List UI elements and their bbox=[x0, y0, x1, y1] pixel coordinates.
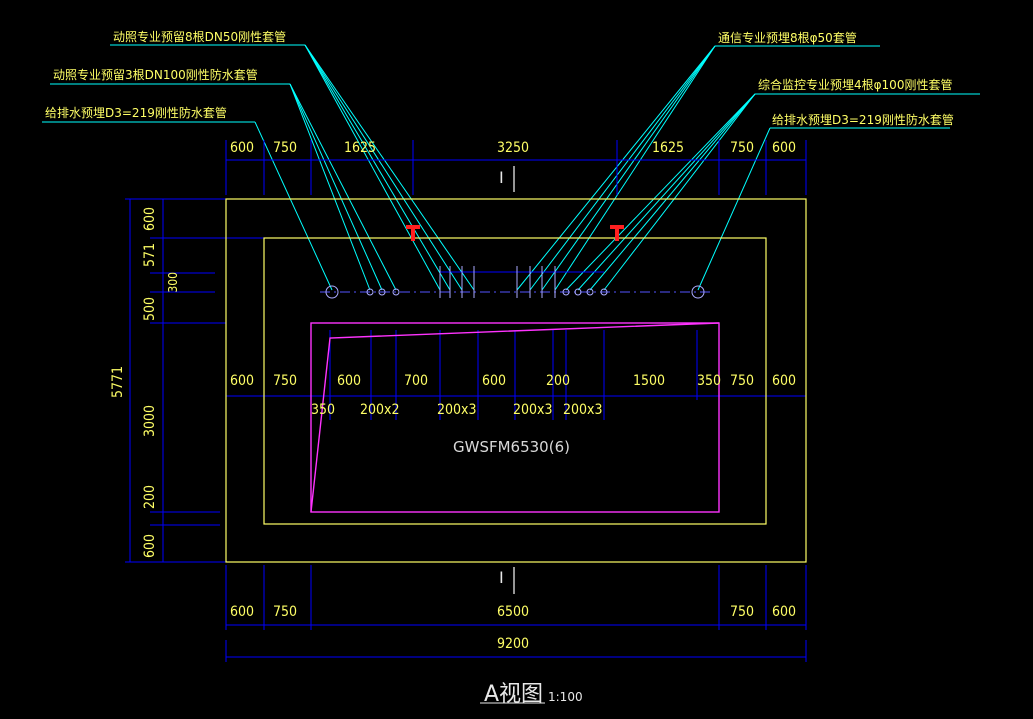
sub-dim-5: 200x3 bbox=[563, 402, 603, 418]
mid-dim-5: 600 bbox=[482, 373, 507, 389]
left-dim-6: 200 bbox=[142, 485, 158, 510]
annotation-drainage-left: 给排水预埋D3=219刚性防水套管 bbox=[45, 106, 227, 120]
section-cut-markers bbox=[406, 225, 624, 241]
mid-dim-7: 1500 bbox=[633, 373, 666, 389]
bottom-dim-2: 750 bbox=[273, 604, 298, 620]
mid-dim-4: 700 bbox=[404, 373, 429, 389]
door-outline bbox=[310, 322, 720, 513]
left-dim-7: 600 bbox=[142, 534, 158, 559]
mid-dim-2: 750 bbox=[273, 373, 298, 389]
mid-dim-6: 200 bbox=[546, 373, 571, 389]
mid-dim-8: 350 bbox=[697, 373, 722, 389]
section-mark-bottom: I bbox=[499, 568, 504, 587]
annotation-lighting-dn50: 动照专业预留8根DN50刚性套管 bbox=[113, 30, 287, 44]
annotation-lighting-dn100: 动照专业预留3根DN100刚性防水套管 bbox=[53, 68, 258, 82]
top-dim-1: 600 bbox=[230, 140, 255, 156]
left-total: 5771 bbox=[110, 366, 126, 399]
sub-dim-4: 200x3 bbox=[513, 402, 553, 418]
bottom-dim-1: 600 bbox=[230, 604, 255, 620]
left-dim-4: 500 bbox=[142, 297, 158, 322]
left-dim-1: 600 bbox=[142, 207, 158, 232]
mid-dim-9: 750 bbox=[730, 373, 755, 389]
top-dim-7: 600 bbox=[772, 140, 797, 156]
mid-dim-3: 600 bbox=[337, 373, 362, 389]
view-scale: 1:100 bbox=[548, 690, 583, 704]
annotation-drainage-right: 给排水预埋D3=219刚性防水套管 bbox=[772, 113, 954, 127]
top-dim-2: 750 bbox=[273, 140, 298, 156]
dimension-lines bbox=[125, 140, 807, 662]
sub-dim-2: 200x2 bbox=[360, 402, 400, 418]
bottom-total: 9200 bbox=[497, 636, 530, 652]
bottom-dim-3: 6500 bbox=[497, 604, 530, 620]
leader-lines bbox=[42, 44, 980, 291]
left-dim-3: 300 bbox=[166, 272, 180, 293]
annotation-telecom: 通信专业预埋8根φ50套管 bbox=[718, 31, 857, 45]
pipe-markers bbox=[325, 266, 705, 299]
top-dim-5: 1625 bbox=[652, 140, 685, 156]
door-label: GWSFM6530(6) bbox=[453, 438, 570, 456]
left-dim-5: 3000 bbox=[142, 405, 158, 438]
outer-wall bbox=[225, 198, 807, 563]
sub-dim-3: 200x3 bbox=[437, 402, 477, 418]
top-dim-6: 750 bbox=[730, 140, 755, 156]
inner-wall bbox=[263, 237, 767, 525]
top-dim-4: 3250 bbox=[497, 140, 530, 156]
annotation-monitoring: 综合监控专业预埋4根φ100刚性套管 bbox=[758, 78, 953, 92]
section-mark-top: I bbox=[499, 168, 504, 187]
bottom-dim-4: 750 bbox=[730, 604, 755, 620]
sub-dim-1: 350 bbox=[311, 402, 336, 418]
top-dim-3: 1625 bbox=[344, 140, 377, 156]
view-title: A视图 bbox=[484, 682, 544, 707]
left-dim-2: 571 bbox=[142, 243, 158, 268]
mid-dim-10: 600 bbox=[772, 373, 797, 389]
bottom-dim-5: 600 bbox=[772, 604, 797, 620]
mid-dim-1: 600 bbox=[230, 373, 255, 389]
